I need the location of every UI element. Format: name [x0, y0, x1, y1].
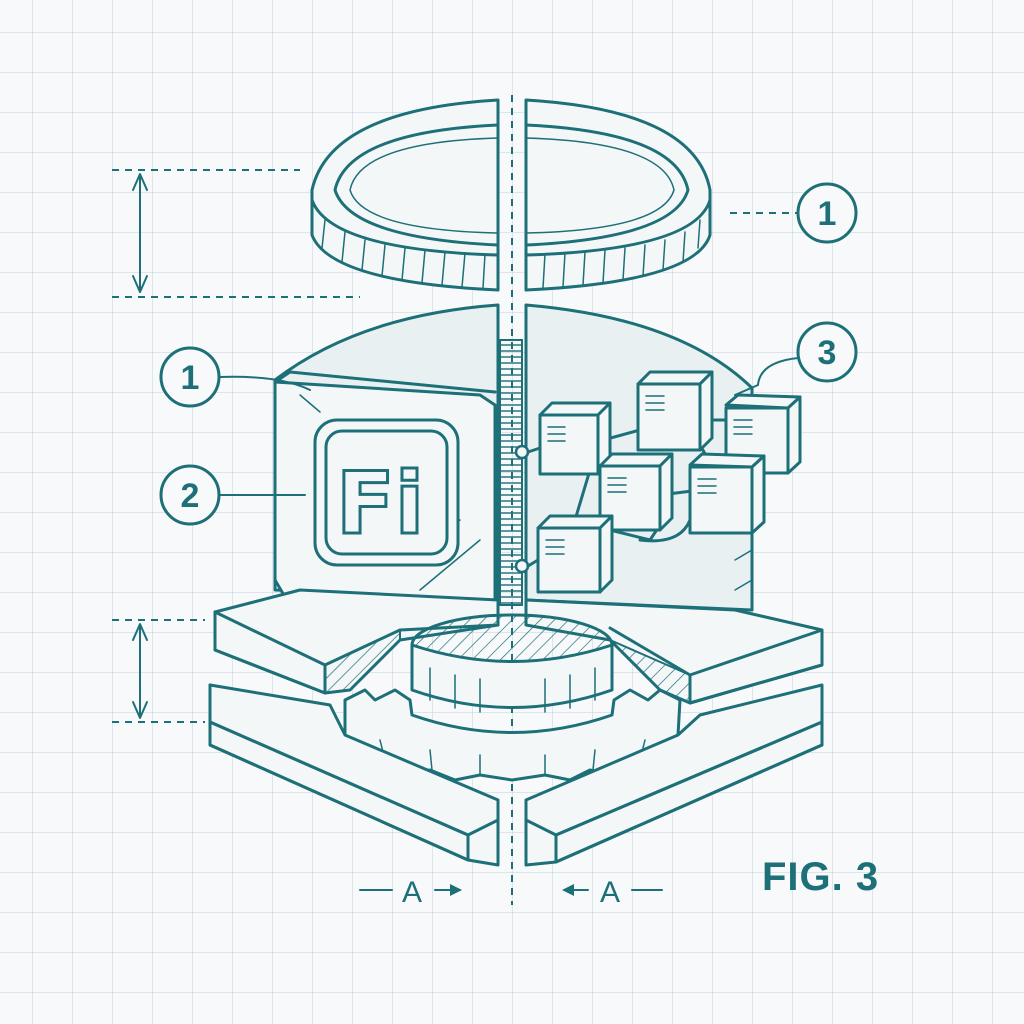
cube-1	[538, 401, 612, 476]
base-plate	[208, 683, 824, 867]
central-hub	[410, 613, 614, 713]
callout-lid-number: 1	[818, 195, 837, 233]
callout-logo-face-number: 2	[181, 477, 200, 515]
cube-5	[688, 452, 766, 535]
upper-plate	[213, 588, 824, 705]
cube-2	[636, 370, 714, 452]
section-marker-right: A	[562, 876, 663, 909]
section-label-left: A	[402, 876, 422, 909]
callout-module: 1	[159, 346, 311, 408]
figure-label: FIG. 3	[762, 855, 879, 899]
cube-6	[536, 514, 614, 594]
fi-logo-text: Fi	[336, 454, 424, 554]
lid-disc	[310, 98, 712, 292]
callout-logo-face: 2	[159, 464, 306, 526]
fi-logo: Fi	[313, 418, 460, 567]
section-label-right: A	[600, 876, 620, 909]
callout-network: 3	[734, 321, 858, 396]
lid-height-dimension	[112, 169, 360, 298]
cube-4	[598, 452, 674, 532]
network-cubes	[514, 370, 802, 594]
cube-3	[724, 393, 802, 475]
section-marker-left: A	[359, 876, 462, 909]
plate-gap-dimension	[112, 619, 205, 723]
callout-lid: 1	[730, 182, 858, 244]
callout-module-number: 1	[181, 359, 200, 397]
callout-network-number: 3	[818, 334, 837, 372]
